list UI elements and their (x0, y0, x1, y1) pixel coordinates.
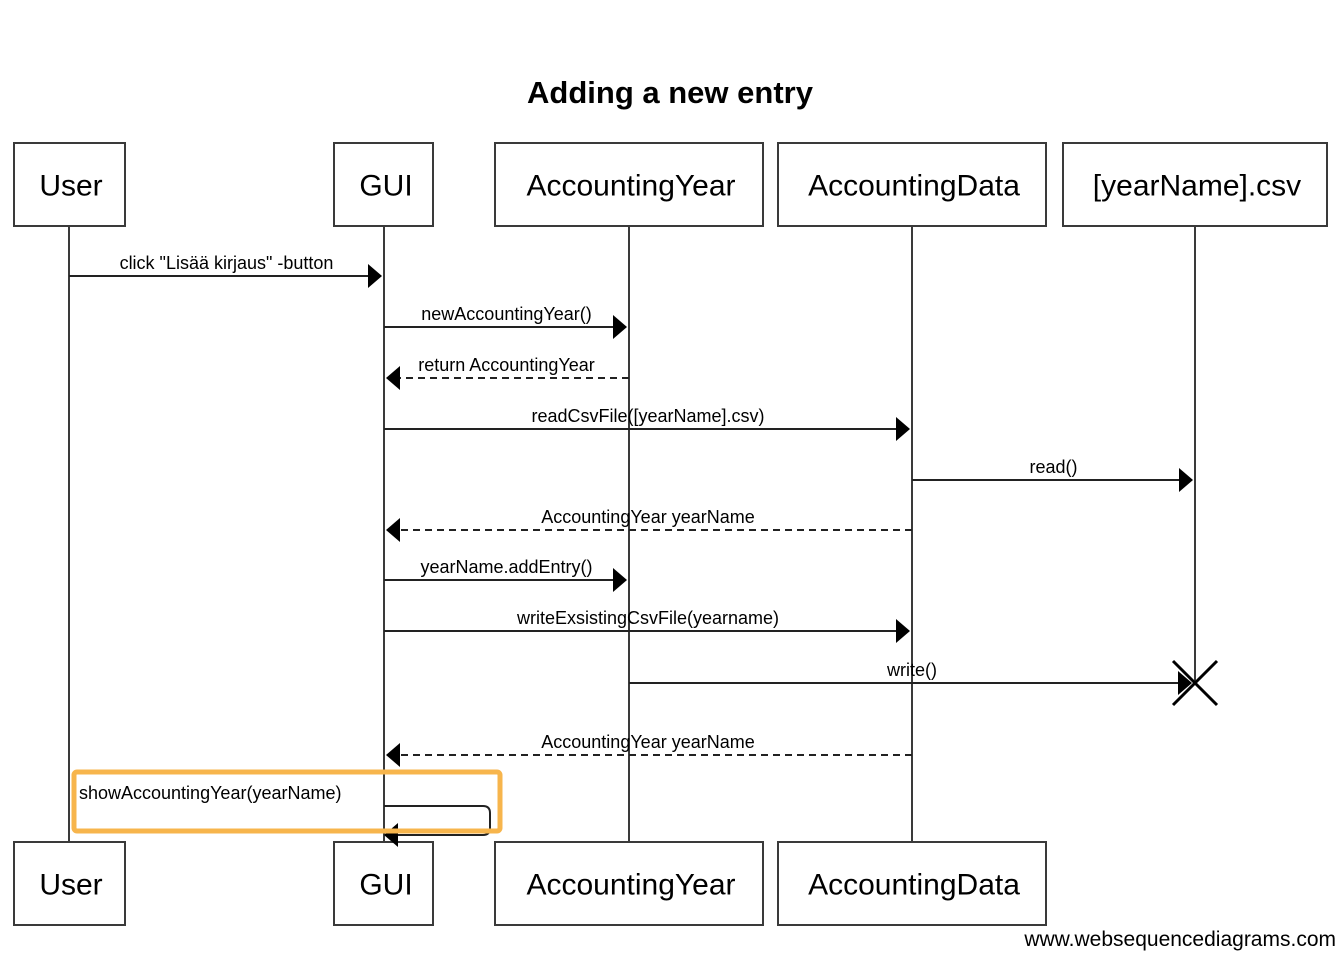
arrowhead (386, 366, 400, 390)
participant-box (777, 142, 1047, 227)
message-3: return AccountingYear (386, 355, 629, 390)
message-6: AccountingYear yearName (386, 507, 912, 542)
participant-box (333, 142, 434, 227)
participant-box (1062, 142, 1328, 227)
participant-box (13, 841, 126, 926)
arrowhead (386, 518, 400, 542)
message-label: return AccountingYear (418, 355, 594, 375)
highlight-box (71, 769, 503, 834)
participants-top: User GUI AccountingYear AccountingData [year… (13, 142, 1328, 227)
destroy-marker (1171, 659, 1219, 707)
participant-box (494, 841, 764, 926)
message-label: AccountingYear yearName (541, 732, 754, 752)
arrowhead (386, 743, 400, 767)
message-label: write() (886, 660, 937, 680)
participant-box (777, 841, 1047, 926)
participant-csv: [yearName].csv (1062, 142, 1328, 227)
watermark-text: www.websequencediagrams.com (1023, 928, 1336, 951)
message-label: AccountingYear yearName (541, 507, 754, 527)
self-message-line (384, 805, 491, 836)
diagram-title: Adding a new entry (527, 75, 814, 110)
participant-footer-gui: GUI (333, 841, 434, 926)
message-9: write() (629, 659, 1219, 707)
participant-label: AccountingData (808, 869, 1020, 902)
participant-footer-accountingdata: AccountingData (777, 841, 1047, 926)
message-label: writeExsistingCsvFile(yearname) (516, 608, 779, 628)
participant-accountingdata: AccountingData (777, 142, 1047, 227)
message-7: yearName.addEntry() (384, 557, 627, 592)
participant-footer-user: User (13, 841, 126, 926)
message-label: yearName.addEntry() (420, 557, 592, 577)
message-10: AccountingYear yearName (386, 732, 912, 767)
participant-footer-accountingyear: AccountingYear (494, 841, 764, 926)
participant-accountingyear: AccountingYear (494, 142, 764, 227)
participant-label: AccountingYear (526, 170, 735, 203)
messages: click "Lisää kirjaus" -button newAccounti… (69, 253, 1219, 847)
message-2: newAccountingYear() (384, 304, 627, 339)
message-1: click "Lisää kirjaus" -button (69, 253, 382, 288)
message-label: newAccountingYear() (421, 304, 591, 324)
arrowhead (896, 619, 910, 643)
participant-label: AccountingYear (526, 869, 735, 902)
participant-user: User (13, 142, 126, 227)
arrowhead (613, 315, 627, 339)
message-11: showAccountingYear(yearName) (79, 783, 491, 847)
participants-bottom: User GUI AccountingYear AccountingData (13, 841, 1047, 926)
participant-label: GUI (359, 170, 412, 203)
message-label: showAccountingYear(yearName) (79, 783, 341, 803)
participant-label: User (39, 170, 102, 203)
participant-label: User (39, 869, 102, 902)
participant-box (13, 142, 126, 227)
message-8: writeExsistingCsvFile(yearname) (384, 608, 910, 643)
message-label: readCsvFile([yearName].csv) (531, 406, 764, 426)
arrowhead (368, 264, 382, 288)
participant-box (494, 142, 764, 227)
participant-box (333, 841, 434, 926)
message-4: readCsvFile([yearName].csv) (384, 406, 910, 441)
destroy-stroke (1171, 659, 1219, 707)
participant-label: GUI (359, 869, 412, 902)
participant-gui: GUI (333, 142, 434, 227)
lifelines (68, 226, 1196, 842)
arrowhead (1179, 468, 1193, 492)
message-5: read() (912, 457, 1193, 492)
arrowhead (613, 568, 627, 592)
participant-label: AccountingData (808, 170, 1020, 203)
participant-label: [yearName].csv (1093, 170, 1301, 203)
message-label: read() (1029, 457, 1077, 477)
highlights (71, 769, 503, 834)
message-label: click "Lisää kirjaus" -button (120, 253, 334, 273)
arrowhead (896, 417, 910, 441)
arrowhead (1178, 671, 1192, 695)
